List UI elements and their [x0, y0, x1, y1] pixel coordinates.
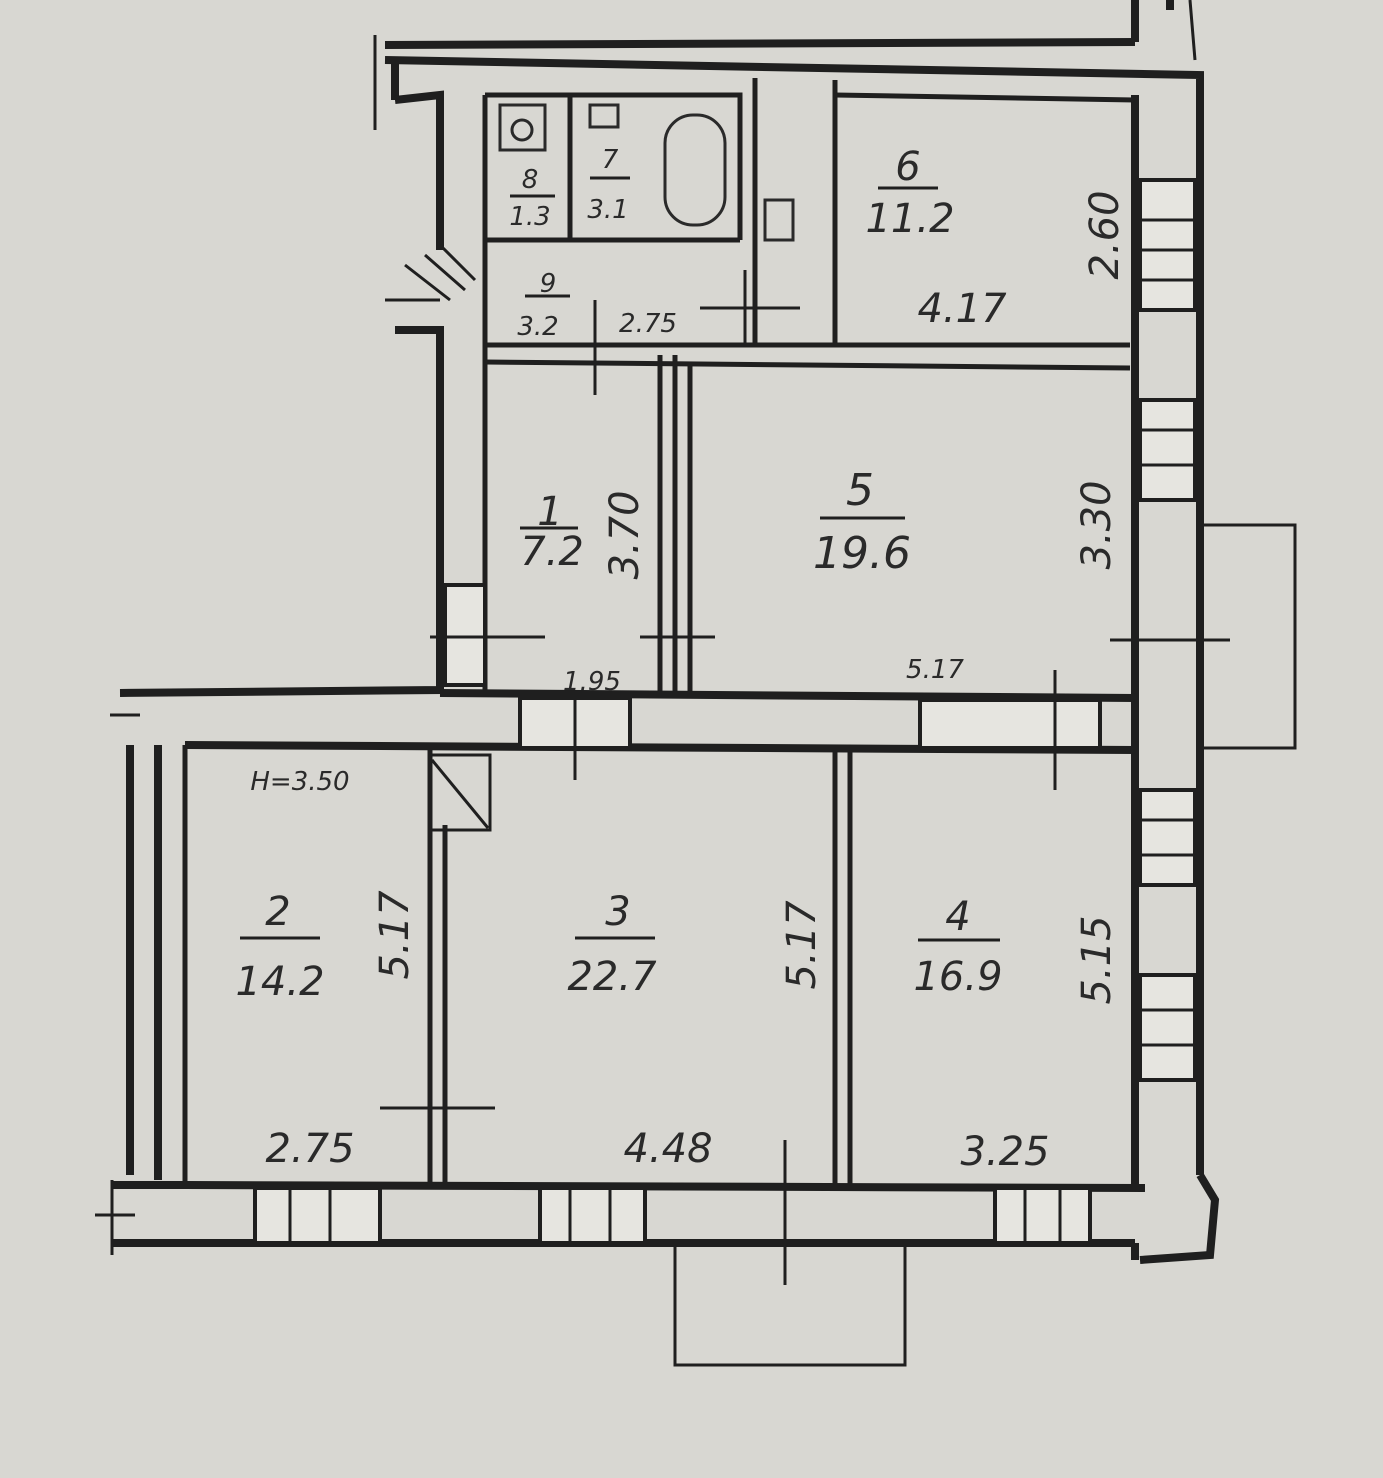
room-3-number: 3 — [605, 889, 630, 935]
window — [1138, 788, 1197, 887]
dimension-labels: 3.70 1.95 2.75 5.17 4.48 5.17 3.25 5.15 … — [250, 190, 1128, 1175]
top-walls — [373, 0, 1204, 250]
outer-walls — [95, 90, 1220, 1264]
room-4-area: 16.9 — [913, 954, 1002, 1000]
room-7-area: 3.1 — [587, 195, 628, 225]
room-2-width-dim: 2.75 — [265, 1126, 354, 1172]
room-1-height-dim: 3.70 — [602, 490, 648, 579]
window — [443, 583, 487, 687]
window — [538, 1186, 647, 1245]
room-2-number: 2 — [265, 889, 290, 935]
room-6-height-dim: 2.60 — [1082, 190, 1128, 279]
toilet-bowl-icon — [510, 118, 534, 142]
room-5-height-dim: 3.30 — [1074, 480, 1120, 569]
room-6-width-dim: 4.17 — [917, 286, 1007, 332]
room-3-width-dim: 4.48 — [623, 1126, 712, 1172]
window — [918, 698, 1102, 750]
room-5-number: 5 — [846, 465, 874, 516]
room-8-area: 1.3 — [509, 202, 550, 232]
bathtub-icon — [663, 113, 727, 227]
corridor-width-dim: 2.75 — [619, 309, 677, 339]
room-4-number: 4 — [945, 894, 970, 940]
room-6-number: 6 — [895, 144, 920, 190]
room-7-number: 7 — [602, 145, 619, 175]
room-1-area: 7.2 — [520, 529, 584, 575]
room-3-area: 22.7 — [567, 954, 657, 1000]
room-3-height-dim: 5.17 — [779, 900, 825, 990]
room-9-area: 3.2 — [517, 312, 558, 342]
bathroom-fixtures — [498, 103, 795, 242]
ceiling-height-label: H=3.50 — [250, 767, 349, 797]
room-6-area: 11.2 — [865, 196, 954, 242]
sink-icon — [588, 103, 620, 129]
room-5-width-dim: 5.17 — [906, 655, 964, 685]
room-4-width-dim: 3.25 — [960, 1129, 1049, 1175]
balconies — [673, 523, 1297, 1367]
stove-icon — [763, 198, 795, 242]
toilet-icon — [498, 103, 547, 152]
interior-walls — [182, 78, 1136, 1185]
room-4-height-dim: 5.15 — [1074, 915, 1120, 1004]
window — [1138, 973, 1197, 1082]
windows — [253, 178, 1197, 1245]
dimension-ticks — [380, 243, 1230, 1285]
room-2-area: 14.2 — [235, 959, 324, 1005]
room-labels: 1 7.2 2 14.2 3 22.7 4 16.9 5 19.6 6 11.2… — [235, 144, 1002, 1005]
room-5-area: 19.6 — [813, 528, 911, 579]
window — [1138, 398, 1197, 502]
window — [1138, 178, 1197, 312]
room-2-height-dim: 5.17 — [372, 890, 418, 980]
room-9-number: 9 — [540, 269, 557, 299]
room-8-number: 8 — [522, 165, 539, 195]
window — [993, 1186, 1092, 1245]
room-1-width-dim: 1.95 — [563, 667, 621, 697]
window — [253, 1186, 382, 1245]
